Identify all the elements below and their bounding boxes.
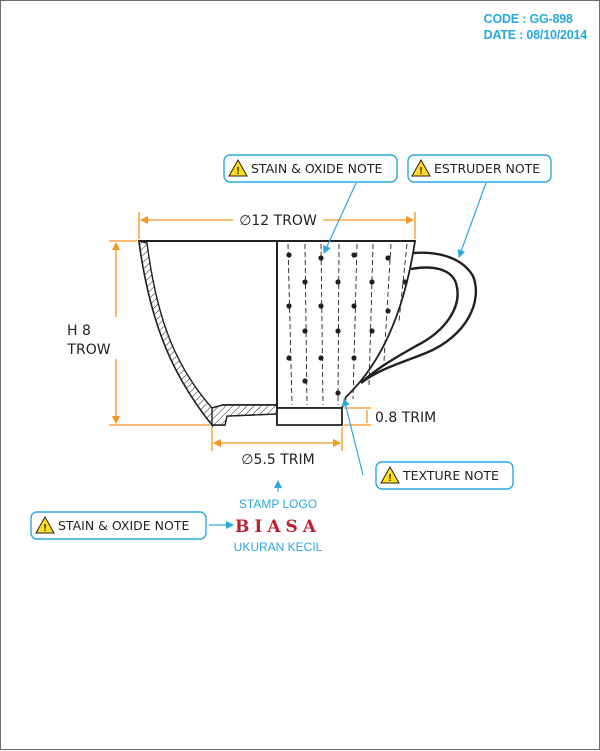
stamp-logo-label: STAMP LOGO xyxy=(239,497,317,511)
drawing-date: DATE : 08/10/2014 xyxy=(483,28,588,42)
title-block: CODE : GG-898 DATE : 08/10/2014 xyxy=(483,11,588,43)
note-estruder: ! ESTRUDER NOTE xyxy=(407,154,552,183)
warning-icon xyxy=(35,515,55,534)
note-stain-oxide-top: ! STAIN & OXIDE NOTE xyxy=(223,154,398,183)
foot-ring-section xyxy=(211,404,278,426)
dim-height-label-1: H 8 xyxy=(67,323,91,339)
note-stain-oxide-bottom: ! STAIN & OXIDE NOTE xyxy=(30,511,207,540)
dim-trim-height: 0.8 TRIM xyxy=(375,410,436,426)
warning-icon xyxy=(411,158,431,177)
svg-text:STAIN & OXIDE NOTE: STAIN & OXIDE NOTE xyxy=(58,518,189,533)
dim-height-label-2: TROW xyxy=(66,342,110,358)
stamp-logo-mark: BIASA xyxy=(235,517,321,537)
foot-right xyxy=(276,407,343,426)
svg-text:ESTRUDER NOTE: ESTRUDER NOTE xyxy=(434,161,540,176)
warning-icon xyxy=(380,465,400,484)
svg-text:!: ! xyxy=(388,473,391,484)
svg-text:STAIN & OXIDE NOTE: STAIN & OXIDE NOTE xyxy=(251,161,382,176)
note-texture: ! TEXTURE NOTE xyxy=(375,461,514,490)
cup-exterior-right xyxy=(276,240,417,409)
texture-dots xyxy=(286,252,408,396)
cup-handle xyxy=(360,251,478,384)
svg-text:!: ! xyxy=(43,523,46,534)
texture-pattern xyxy=(287,243,408,406)
warning-icon xyxy=(228,158,248,177)
callout-leaders xyxy=(209,182,487,529)
dim-top-width: ∅12 TROW xyxy=(239,213,317,229)
dimension-lines xyxy=(109,212,416,451)
stamp-size-label: UKURAN KECIL xyxy=(234,540,323,554)
cup-body xyxy=(137,240,417,428)
svg-text:TEXTURE NOTE: TEXTURE NOTE xyxy=(402,468,499,483)
svg-text:!: ! xyxy=(236,166,239,177)
product-code: CODE : GG-898 xyxy=(483,12,573,26)
dim-base-diameter: ∅5.5 TRIM xyxy=(241,452,314,468)
svg-text:!: ! xyxy=(419,166,422,177)
